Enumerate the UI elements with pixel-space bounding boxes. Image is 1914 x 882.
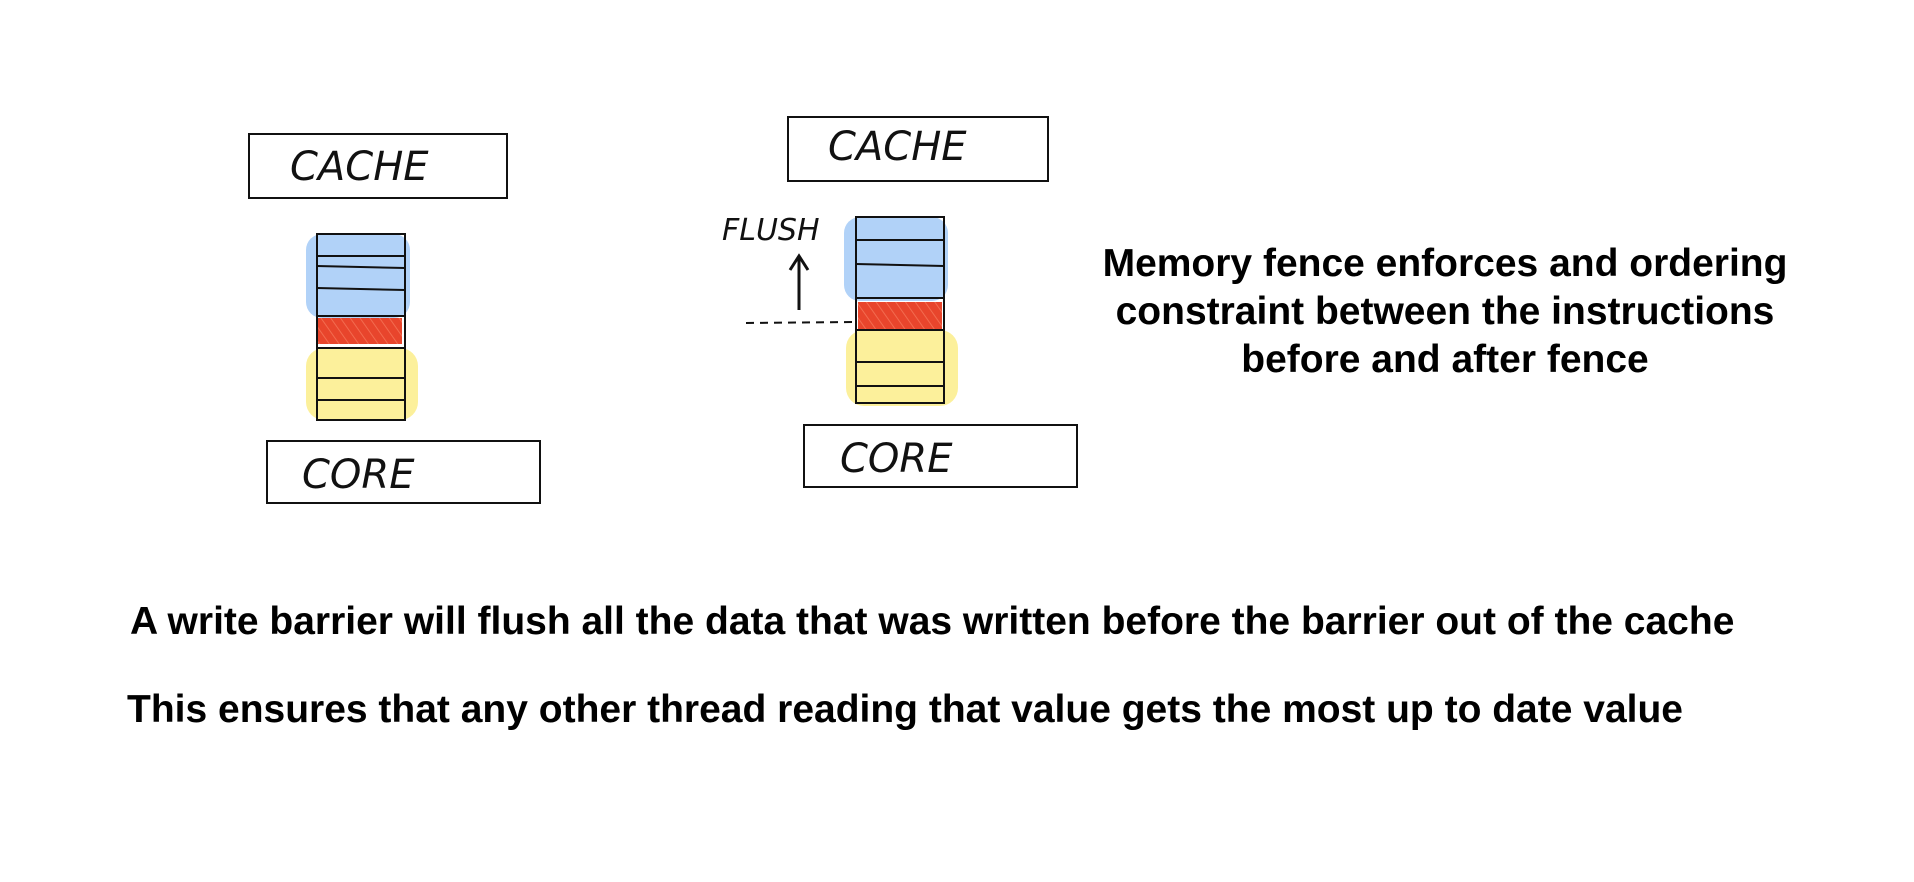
flush-label: FLUSH <box>722 213 820 248</box>
up-arrow-icon <box>788 253 810 310</box>
dashed-fence-line <box>745 321 859 324</box>
right-group: CACHE FLUSH CORE <box>722 116 1078 488</box>
right-core-box <box>803 424 1078 488</box>
right-yellow-highlight <box>846 330 958 406</box>
left-blue-highlight <box>306 234 410 318</box>
left-group: CACHE CORE <box>248 133 541 504</box>
left-red-scribble <box>318 318 402 344</box>
right-cache-label: CACHE <box>828 124 967 170</box>
right-blue-highlight <box>844 217 948 301</box>
left-core-label: CORE <box>302 452 415 498</box>
left-cache-box <box>248 133 508 199</box>
fence-note: Memory fence enforces and ordering const… <box>1102 242 1788 381</box>
left-cache-label: CACHE <box>290 144 429 190</box>
left-stack <box>316 233 406 421</box>
barrier-explanation: A write barrier will flush all the data … <box>130 600 1735 643</box>
right-core-label: CORE <box>840 436 953 482</box>
right-cache-box <box>787 116 1049 182</box>
right-red-scribble <box>858 302 942 330</box>
left-yellow-highlight <box>306 348 418 420</box>
left-core-box <box>266 440 541 504</box>
ensures-explanation: This ensures that any other thread readi… <box>127 688 1683 731</box>
right-stack <box>855 216 945 404</box>
